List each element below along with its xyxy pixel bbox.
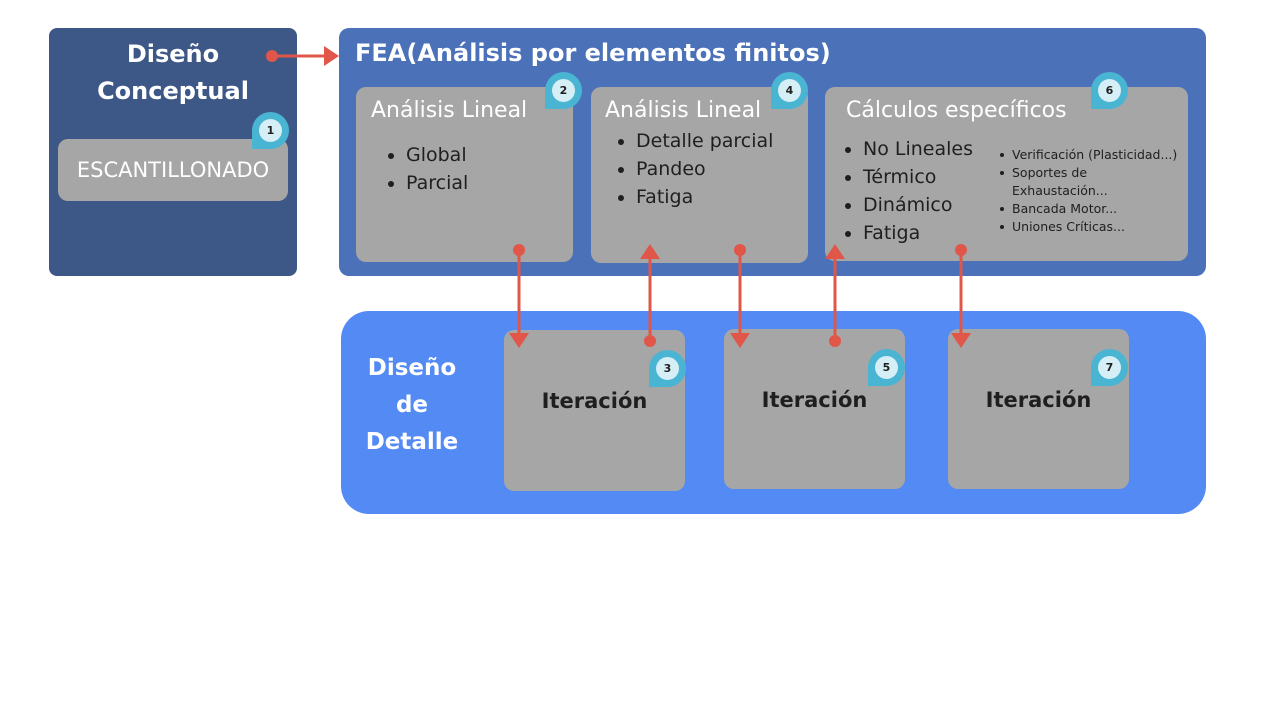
badge-number: 7 bbox=[1098, 356, 1121, 379]
fea-title: FEA(Análisis por elementos finitos) bbox=[355, 39, 831, 67]
badge-number: 1 bbox=[259, 119, 282, 142]
list-item: Parcial bbox=[378, 169, 573, 197]
list-item: Global bbox=[378, 141, 573, 169]
scantling-box: ESCANTILLONADO bbox=[58, 139, 288, 201]
list-item: Fatiga bbox=[835, 219, 973, 247]
bullet-list: Global Parcial bbox=[378, 141, 573, 197]
iteration-label: Iteración bbox=[985, 388, 1092, 412]
list-item: Fatiga bbox=[608, 183, 808, 211]
sub-list-item: Uniones Críticas... bbox=[995, 218, 1185, 236]
sub-bullet-list: Verificación (Plasticidad...) Soportes d… bbox=[995, 146, 1185, 236]
sub-list-item: Soportes de Exhaustación... bbox=[995, 164, 1132, 200]
detail-title-line3: Detalle bbox=[365, 429, 459, 455]
linear-analysis-detail-box: Análisis Lineal Detalle parcial Pandeo F… bbox=[591, 87, 808, 263]
detail-design-title: Diseño de Detalle bbox=[352, 350, 472, 461]
bullet-list: Detalle parcial Pandeo Fatiga bbox=[608, 127, 808, 211]
badge-number: 4 bbox=[778, 79, 801, 102]
badge-number: 5 bbox=[875, 356, 898, 379]
iteration-label: Iteración bbox=[541, 389, 648, 413]
conceptual-title-line1: Diseño bbox=[126, 40, 220, 68]
list-item: Dinámico bbox=[835, 191, 973, 219]
detail-title-line2: de bbox=[395, 392, 429, 418]
step-badge-6: 6 bbox=[1091, 72, 1128, 109]
box-title: Análisis Lineal bbox=[605, 98, 762, 123]
list-item: Pandeo bbox=[608, 155, 808, 183]
sub-list-item: Verificación (Plasticidad...) bbox=[995, 146, 1185, 164]
badge-number: 3 bbox=[656, 357, 679, 380]
box-title: Cálculos específicos bbox=[846, 98, 1067, 123]
step-badge-7: 7 bbox=[1091, 349, 1128, 386]
bullet-list: No Lineales Térmico Dinámico Fatiga bbox=[835, 135, 973, 247]
list-item: Térmico bbox=[835, 163, 973, 191]
list-item: No Lineales bbox=[835, 135, 973, 163]
box-title: Análisis Lineal bbox=[371, 98, 528, 123]
scantling-label: ESCANTILLONADO bbox=[76, 158, 270, 182]
iteration-label: Iteración bbox=[761, 388, 868, 412]
detail-title-line1: Diseño bbox=[367, 355, 457, 381]
badge-number: 2 bbox=[552, 79, 575, 102]
step-badge-5: 5 bbox=[868, 349, 905, 386]
conceptual-title-line2: Conceptual bbox=[97, 77, 249, 105]
step-badge-4: 4 bbox=[771, 72, 808, 109]
list-item: Detalle parcial bbox=[608, 127, 808, 155]
sub-list-item: Bancada Motor... bbox=[995, 200, 1185, 218]
badge-number: 6 bbox=[1098, 79, 1121, 102]
linear-analysis-global-box: Análisis Lineal Global Parcial bbox=[356, 87, 573, 262]
step-badge-2: 2 bbox=[545, 72, 582, 109]
step-badge-3: 3 bbox=[649, 350, 686, 387]
conceptual-design-title: Diseño Conceptual bbox=[49, 36, 297, 110]
specific-calculations-box: Cálculos específicos No Lineales Térmico… bbox=[825, 87, 1188, 261]
step-badge-1: 1 bbox=[252, 112, 289, 149]
